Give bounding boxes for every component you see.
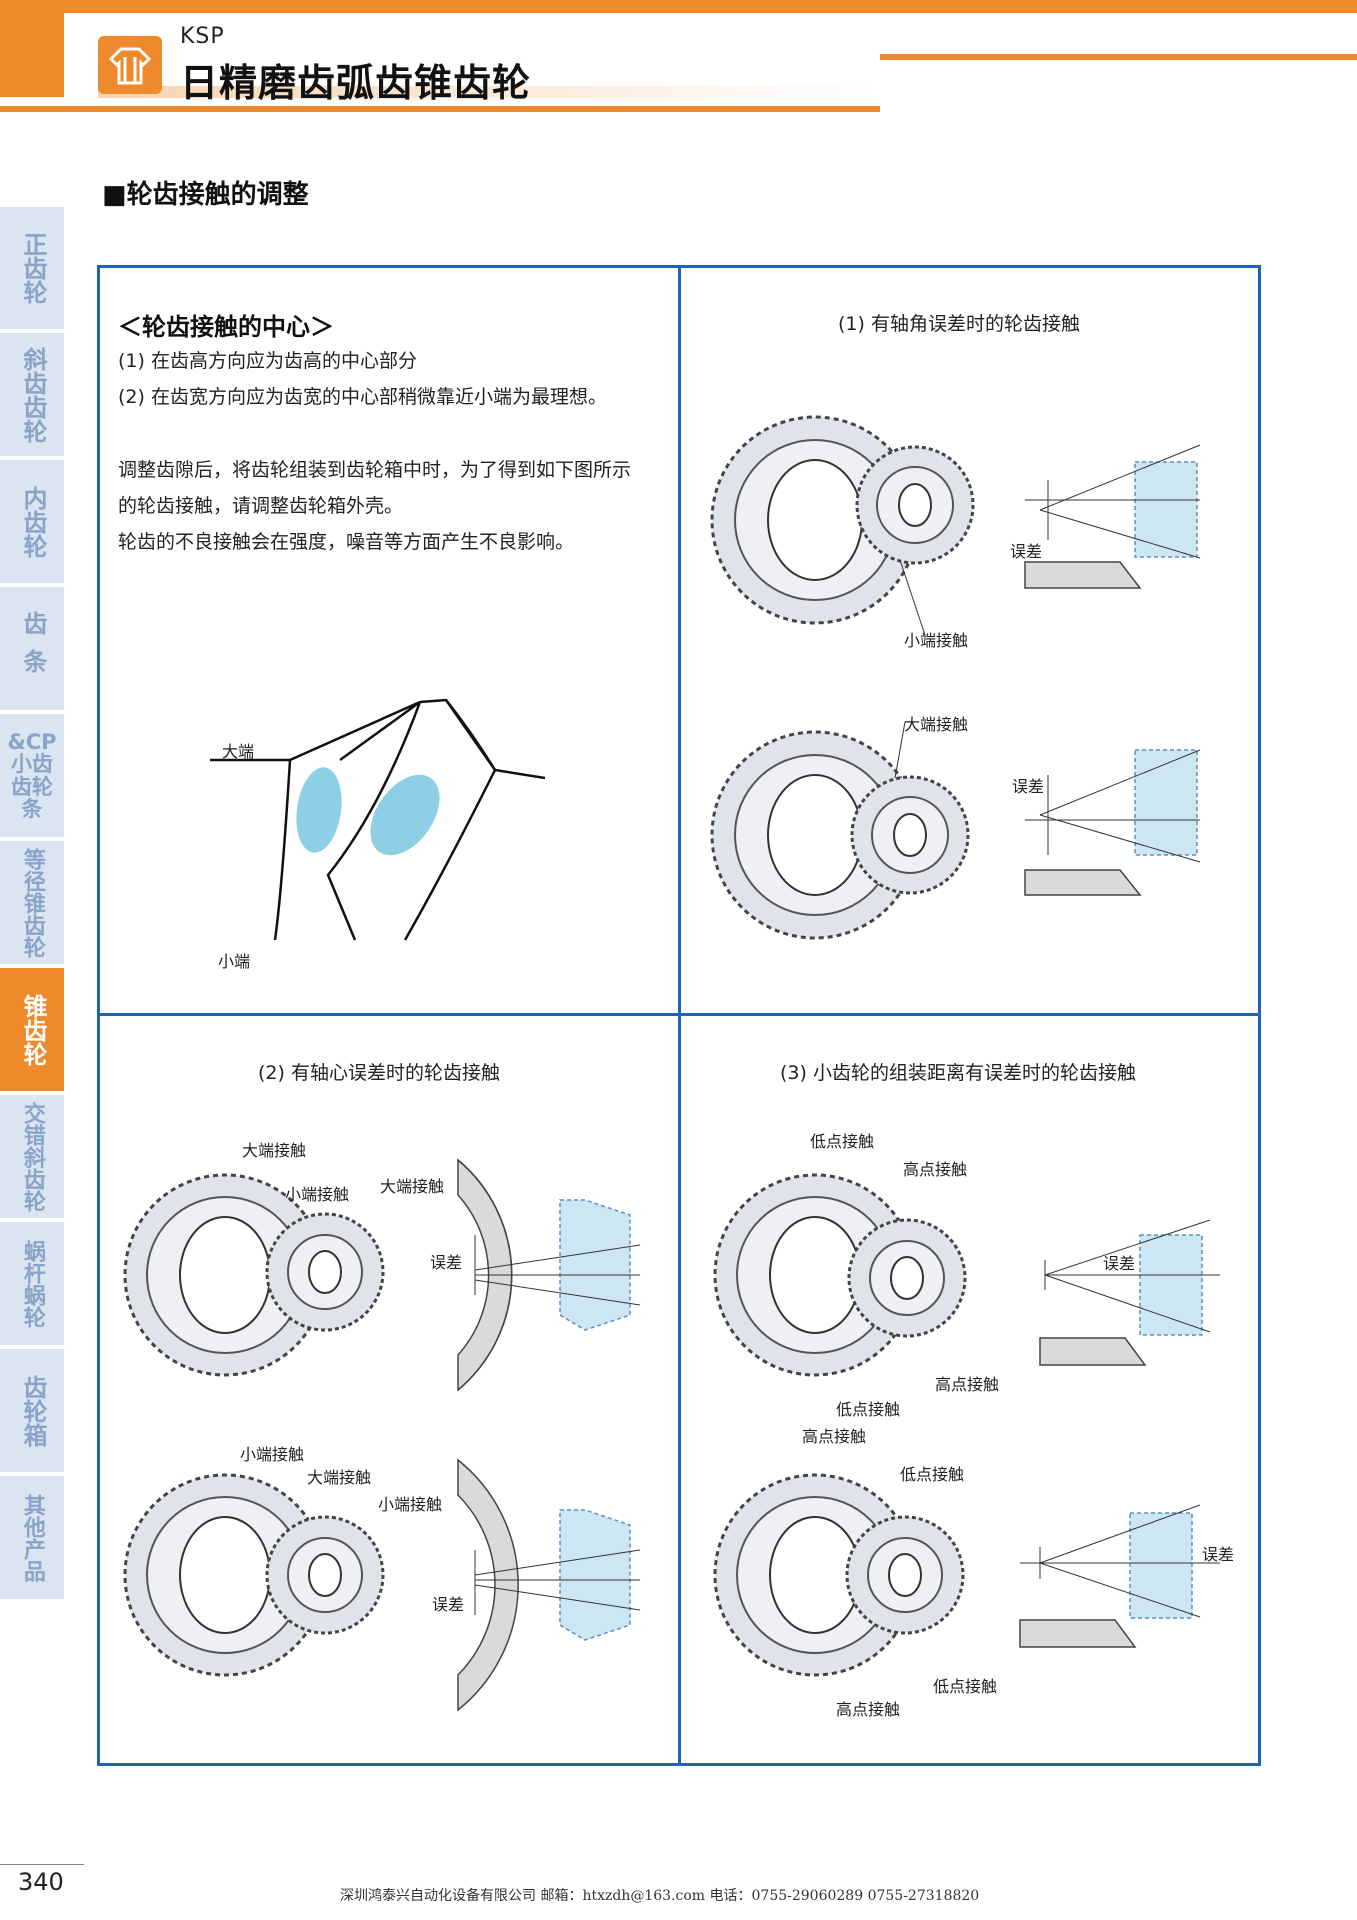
- gear-pair-illustration: [123, 1173, 385, 1377]
- intro-line-4: 的轮齿接触，请调整齿轮箱外壳。: [118, 495, 404, 517]
- gear-pair-illustration: [713, 1173, 967, 1377]
- axis-error-schematic: [1024, 444, 1201, 589]
- header-gradient-bar: [98, 86, 880, 98]
- gear-pair-illustration: [710, 415, 975, 636]
- tab-label: 交错斜齿轮: [19, 1101, 45, 1212]
- tab-label: &CP小齿齿轮条: [7, 730, 57, 821]
- page-number-rule: [0, 1864, 84, 1865]
- panel3-label-low-point-c: 低点接触: [900, 1465, 965, 1484]
- page-title: 日精磨齿弧齿锥齿轮: [180, 61, 532, 105]
- panel3-label-error-a: 误差: [1103, 1254, 1136, 1273]
- panel1-caption: (1) 有轴角误差时的轮齿接触: [838, 313, 1080, 335]
- panel3-label-low-point-b: 低点接触: [836, 1400, 901, 1419]
- brand-name: KSP: [180, 24, 225, 49]
- tab-label: 齿条: [18, 610, 47, 687]
- offset-error-schematic: [457, 1458, 641, 1712]
- header-line-right: [880, 54, 1357, 60]
- panel3-label-high-point-a: 高点接触: [903, 1160, 968, 1179]
- side-category-tabs: 正齿轮 斜齿齿轮 内齿轮 齿条 &CP小齿齿轮条 等径锥齿轮 锥齿轮 交错斜齿轮…: [0, 207, 64, 1603]
- panel2-label-big-end-contact-b: 大端接触: [380, 1177, 445, 1196]
- tab-screw-gear[interactable]: 交错斜齿轮: [0, 1095, 64, 1222]
- panel2-label-big-end-contact-c: 大端接触: [307, 1468, 372, 1487]
- page-number: 340: [18, 1868, 64, 1896]
- tab-rack[interactable]: 齿条: [0, 587, 64, 714]
- contact-pattern-right: [370, 774, 440, 856]
- label-small-end: 小端: [218, 952, 251, 971]
- tab-label: 内齿轮: [18, 485, 47, 558]
- header-top-bar: [0, 0, 1357, 13]
- tab-helical-gear[interactable]: 斜齿齿轮: [0, 333, 64, 460]
- tab-label: 蜗杆蜗轮: [19, 1239, 45, 1328]
- tab-spur-gear[interactable]: 正齿轮: [0, 207, 64, 333]
- tab-miter-gear[interactable]: 等径锥齿轮: [0, 841, 64, 968]
- grid-divider-horizontal: [97, 1013, 1261, 1016]
- panel3-caption: (3) 小齿轮的组装距离有误差时的轮齿接触: [780, 1062, 1136, 1084]
- offset-error-schematic: [457, 1158, 641, 1392]
- label-big-end: 大端: [222, 742, 255, 761]
- tooth-contact-diagram: [210, 698, 546, 941]
- tab-label: 锥齿轮: [18, 993, 47, 1066]
- panel2-label-big-end-contact-a: 大端接触: [242, 1141, 307, 1160]
- panel3-label-high-point-d: 高点接触: [836, 1700, 901, 1719]
- panel3-label-low-point-a: 低点接触: [810, 1132, 875, 1151]
- tab-gearbox[interactable]: 齿轮箱: [0, 1349, 64, 1476]
- header-line-under: [0, 106, 880, 112]
- tab-worm-gear[interactable]: 蜗杆蜗轮: [0, 1222, 64, 1349]
- mounting-distance-schematic: [1019, 1504, 1220, 1648]
- footer-contact-line: 深圳鸿泰兴自动化设备有限公司 邮箱：htxzdh@163.com 电话：0755…: [340, 1888, 980, 1904]
- tab-label: 齿轮箱: [18, 1374, 47, 1447]
- tab-label: 其他产品: [19, 1493, 45, 1582]
- panel3-label-high-point-c: 高点接触: [802, 1427, 867, 1446]
- panel2-caption: (2) 有轴心误差时的轮齿接触: [258, 1062, 500, 1084]
- panel2-label-error-a: 误差: [430, 1253, 463, 1272]
- tab-label: 等径锥齿轮: [19, 847, 45, 958]
- section-title: ■轮齿接触的调整: [102, 180, 309, 210]
- gear-pair-illustration: [710, 721, 970, 940]
- mounting-distance-schematic: [1039, 1219, 1220, 1366]
- panel2-label-small-end-contact-a: 小端接触: [285, 1185, 350, 1204]
- tab-other-products[interactable]: 其他产品: [0, 1476, 64, 1603]
- panel3-label-low-point-d: 低点接触: [933, 1677, 998, 1696]
- intro-line-3: 调整齿隙后，将齿轮组装到齿轮箱中时，为了得到如下图所示: [118, 459, 632, 481]
- intro-title: ＜轮齿接触的中心＞: [118, 313, 334, 341]
- panel3-label-error-b: 误差: [1202, 1545, 1235, 1564]
- panel2-label-small-end-contact-b: 小端接触: [240, 1445, 305, 1464]
- panel1-label-small-end-contact: 小端接触: [904, 631, 969, 650]
- tab-cp-rack-pinion[interactable]: &CP小齿齿轮条: [0, 714, 64, 841]
- panel2-label-small-end-contact-c: 小端接触: [378, 1495, 443, 1514]
- gear-pair-illustration: [123, 1473, 385, 1677]
- intro-line-2: (2) 在齿宽方向应为齿宽的中心部稍微靠近小端为最理想。: [118, 386, 607, 408]
- intro-line-1: (1) 在齿高方向应为齿高的中心部分: [118, 350, 417, 372]
- tab-label: 正齿轮: [18, 232, 47, 304]
- intro-line-5: 轮齿的不良接触会在强度，噪音等方面产生不良影响。: [118, 531, 575, 553]
- brand-logo-icon: [98, 36, 162, 94]
- tab-bevel-gear[interactable]: 锥齿轮: [0, 968, 64, 1095]
- panel3-label-high-point-b: 高点接触: [935, 1375, 1000, 1394]
- tab-internal-gear[interactable]: 内齿轮: [0, 460, 64, 587]
- header-corner-block: [0, 0, 64, 97]
- axis-error-schematic: [1024, 749, 1201, 896]
- panel2-label-error-b: 误差: [432, 1595, 465, 1614]
- panel1-label-error-a: 误差: [1010, 542, 1043, 561]
- contact-pattern-left: [296, 767, 342, 853]
- gear-pair-illustration: [713, 1473, 965, 1677]
- panel1-label-big-end-contact: 大端接触: [904, 715, 969, 734]
- panel1-label-error-b: 误差: [1012, 777, 1045, 796]
- tab-label: 斜齿齿轮: [18, 346, 47, 443]
